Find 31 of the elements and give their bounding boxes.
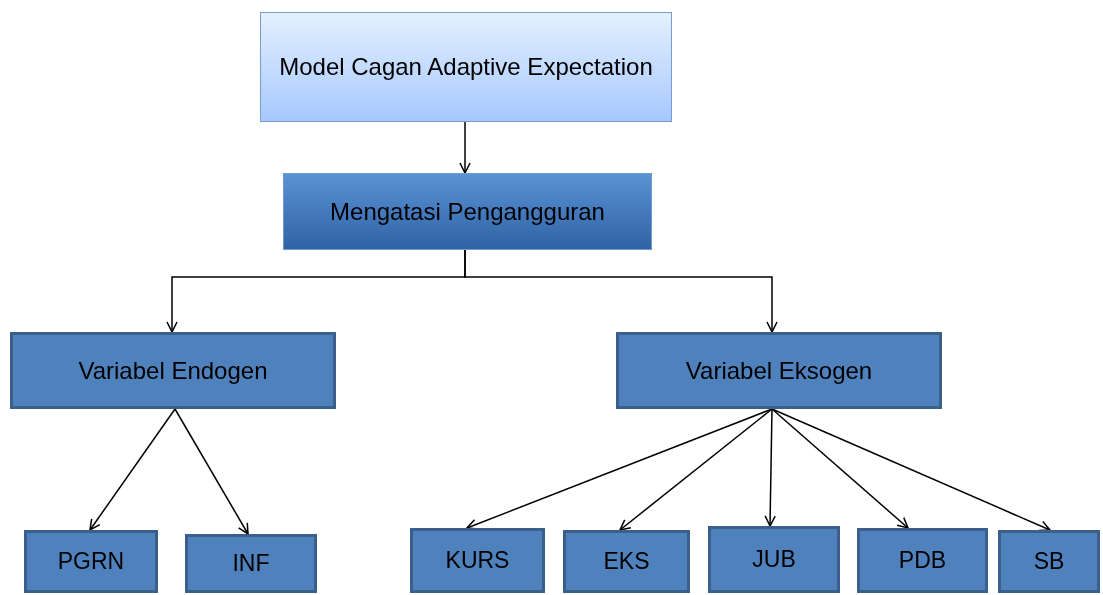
process-box [260, 12, 672, 122]
box-label: JUB [752, 546, 796, 573]
box-label: Mengatasi Pengangguran [330, 197, 605, 226]
process-box [24, 530, 158, 593]
arrow [89, 408, 176, 531]
process-box [10, 332, 336, 409]
process-box [708, 526, 840, 593]
box-label: Variabel Endogen [78, 356, 268, 385]
process-box [410, 528, 545, 593]
box-label: Model Cagan Adaptive Expectation [279, 52, 653, 83]
process-box [283, 173, 652, 250]
box-label: Variabel Eksogen [685, 356, 873, 385]
arrow [764, 408, 776, 527]
process-box [185, 534, 317, 593]
process-box [616, 332, 942, 409]
process-box [998, 530, 1100, 593]
arrow [771, 408, 1051, 532]
arrow [771, 408, 909, 529]
box-label: EKS [603, 548, 650, 575]
process-box [563, 530, 690, 593]
box-label: SB [1033, 548, 1065, 575]
arrow [619, 408, 773, 531]
arrow [466, 408, 773, 530]
box-label: KURS [445, 547, 510, 574]
box-label: INF [232, 550, 270, 577]
arrow [174, 408, 249, 535]
box-label: PDB [898, 547, 947, 574]
arrow [464, 249, 778, 333]
box-label: PGRN [57, 548, 125, 575]
process-box [857, 528, 988, 593]
arrow [459, 121, 471, 174]
